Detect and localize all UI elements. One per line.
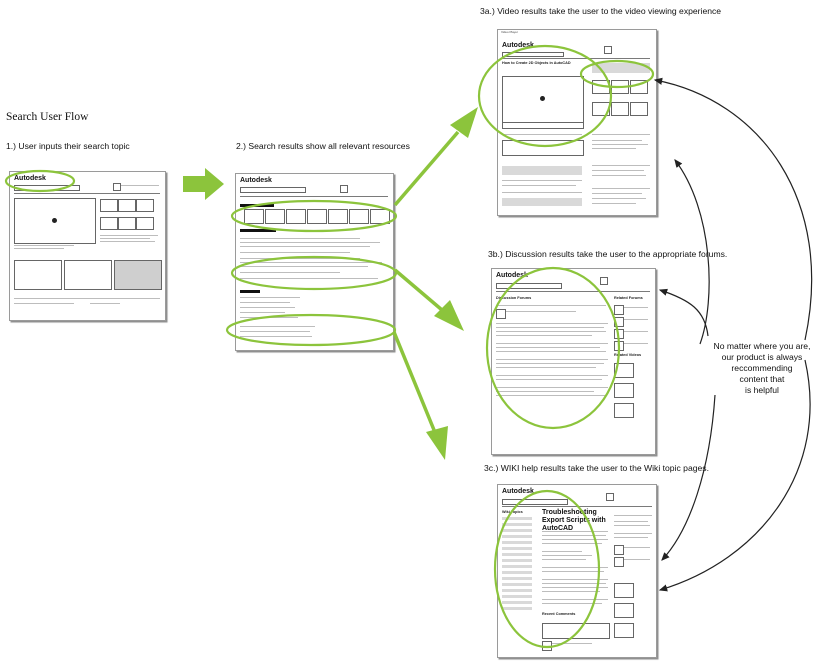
wireframe-forum-page: Autodesk Discussion Forums Related Forum… bbox=[491, 268, 656, 455]
step-3b-label: 3b.) Discussion results take the user to… bbox=[488, 249, 728, 259]
play-icon bbox=[540, 96, 545, 101]
step-3a-label: 3a.) Video results take the user to the … bbox=[480, 6, 722, 16]
search-input[interactable] bbox=[502, 499, 568, 505]
wiki-sidebar-label: Wiki Topics bbox=[502, 510, 523, 514]
note-line: No matter where you are, bbox=[713, 341, 811, 351]
video-title: How to Create 2D Objects in AutoCAD bbox=[502, 61, 571, 65]
curve-note-to-forum-sidebar bbox=[658, 288, 709, 337]
avatar bbox=[604, 46, 612, 54]
search-input[interactable] bbox=[240, 187, 306, 193]
video-controls[interactable] bbox=[502, 122, 584, 129]
avatar bbox=[600, 277, 608, 285]
video-player-label: Video Player bbox=[501, 30, 518, 34]
avatar bbox=[113, 183, 121, 191]
side-note: No matter where you are, our product is … bbox=[706, 341, 818, 396]
wireframe-search-home: Autodesk bbox=[9, 171, 166, 321]
wireframe-wiki-page: Autodesk Wiki Topics Troubleshooting Exp… bbox=[497, 484, 657, 658]
arrowhead-to-video bbox=[450, 107, 478, 138]
search-input[interactable] bbox=[14, 185, 80, 191]
related-videos-label: Related Videos bbox=[614, 353, 642, 357]
arrowhead-to-forum bbox=[434, 300, 464, 331]
connector-to-forum bbox=[393, 268, 444, 312]
note-line: is helpful bbox=[745, 385, 779, 395]
comment-textarea[interactable] bbox=[542, 623, 610, 639]
main-flow-arrow bbox=[183, 168, 224, 200]
wiki-title: Troubleshooting Export Scripts with Auto… bbox=[542, 509, 606, 532]
related-forums-label: Related Forums bbox=[614, 296, 643, 300]
brand-logo: Autodesk bbox=[502, 488, 534, 495]
step-1-label: 1.) User inputs their search topic bbox=[6, 141, 130, 151]
curve-note-to-wiki-sidebar bbox=[661, 394, 716, 561]
search-input[interactable] bbox=[496, 283, 562, 289]
note-line: our product is always bbox=[721, 352, 803, 362]
brand-logo: Autodesk bbox=[14, 175, 46, 182]
wireframe-video-page: Video Player Autodesk How to Create 2D O… bbox=[497, 29, 657, 216]
step-3c-label: 3c.) WIKI help results take the user to … bbox=[484, 463, 709, 473]
connector-to-wiki bbox=[392, 331, 436, 431]
forum-label: Discussion Forums bbox=[496, 296, 532, 300]
arrowhead-to-wiki bbox=[426, 426, 448, 460]
avatar bbox=[340, 185, 348, 193]
avatar bbox=[606, 493, 614, 501]
brand-logo: Autodesk bbox=[496, 272, 528, 279]
note-line: content that bbox=[739, 374, 785, 384]
note-line: reccommending bbox=[731, 363, 793, 373]
brand-logo: Autodesk bbox=[502, 42, 534, 49]
brand-logo: Autodesk bbox=[240, 177, 272, 184]
recent-comments-label: Recent Comments bbox=[542, 612, 576, 616]
wireframe-search-results: Autodesk bbox=[235, 173, 394, 351]
curve-outer-to-top bbox=[653, 77, 813, 341]
diagram-title: Search User Flow bbox=[6, 111, 89, 123]
play-icon bbox=[52, 218, 57, 223]
step-2-label: 2.) Search results show all relevant res… bbox=[236, 141, 410, 151]
search-input[interactable] bbox=[502, 52, 564, 57]
